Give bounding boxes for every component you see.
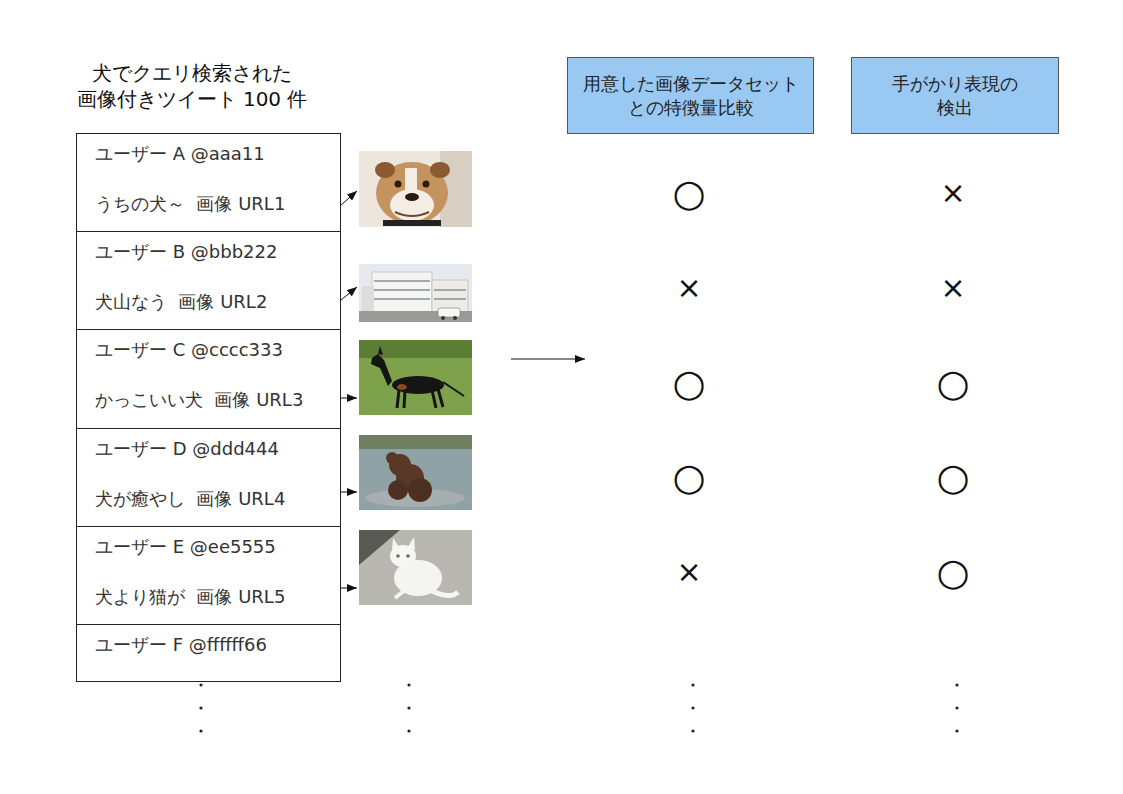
tweet-text: 犬より猫が 画像 URL5 [95,586,285,608]
result-mark: ○ [672,364,705,402]
building-photo [359,264,472,322]
tweet-text: 犬山なう 画像 URL2 [95,291,267,313]
result-mark: × [676,557,701,587]
user-name: ユーザー F @ffffff66 [95,634,267,656]
tweet-row: ユーザー B @bbb222 犬山なう 画像 URL2 [76,231,341,330]
process-arrow [511,359,585,360]
header-text: 手がかり表現の 検出 [880,72,1030,120]
continuation-dots [199,683,958,732]
result-mark: ○ [672,174,705,212]
poodle-photo [359,435,472,510]
tweet-row: ユーザー C @cccc333 かっこいい犬 画像 URL3 [76,329,341,429]
diagram-title: 犬でクエリ検索された 画像付きツイート 100 件 [72,60,312,112]
tweet-row: ユーザー A @aaa11 うちの犬～ 画像 URL1 [76,133,341,232]
result-mark: × [940,178,965,208]
bulldog-photo [359,151,472,227]
result-mark: × [676,273,701,303]
process-header: 用意した画像データセット との特徴量比較 [567,57,814,134]
tweet-text: かっこいい犬 画像 URL3 [95,389,303,411]
doberman-photo [359,340,472,415]
leader-arrows [341,191,357,588]
result-mark: ○ [936,553,969,591]
tweet-text: 犬が癒やし 画像 URL4 [95,488,285,510]
user-name: ユーザー D @ddd444 [95,438,279,460]
cat-photo [359,530,472,605]
tweet-text: うちの犬～ 画像 URL1 [95,193,285,215]
result-mark: ○ [672,458,705,496]
tweet-row: ユーザー D @ddd444 犬が癒やし 画像 URL4 [76,428,341,527]
user-name: ユーザー A @aaa11 [95,143,265,165]
result-mark: ○ [936,364,969,402]
user-name: ユーザー B @bbb222 [95,241,277,263]
header-text: 用意した画像データセット との特徴量比較 [576,72,805,120]
result-mark: ○ [936,458,969,496]
process-header: 手がかり表現の 検出 [851,57,1059,134]
result-mark: × [940,273,965,303]
user-name: ユーザー C @cccc333 [95,339,283,361]
user-name: ユーザー E @ee5555 [95,536,276,558]
tweet-row: ユーザー F @ffffff66 [76,624,341,682]
tweet-row: ユーザー E @ee5555 犬より猫が 画像 URL5 [76,526,341,625]
